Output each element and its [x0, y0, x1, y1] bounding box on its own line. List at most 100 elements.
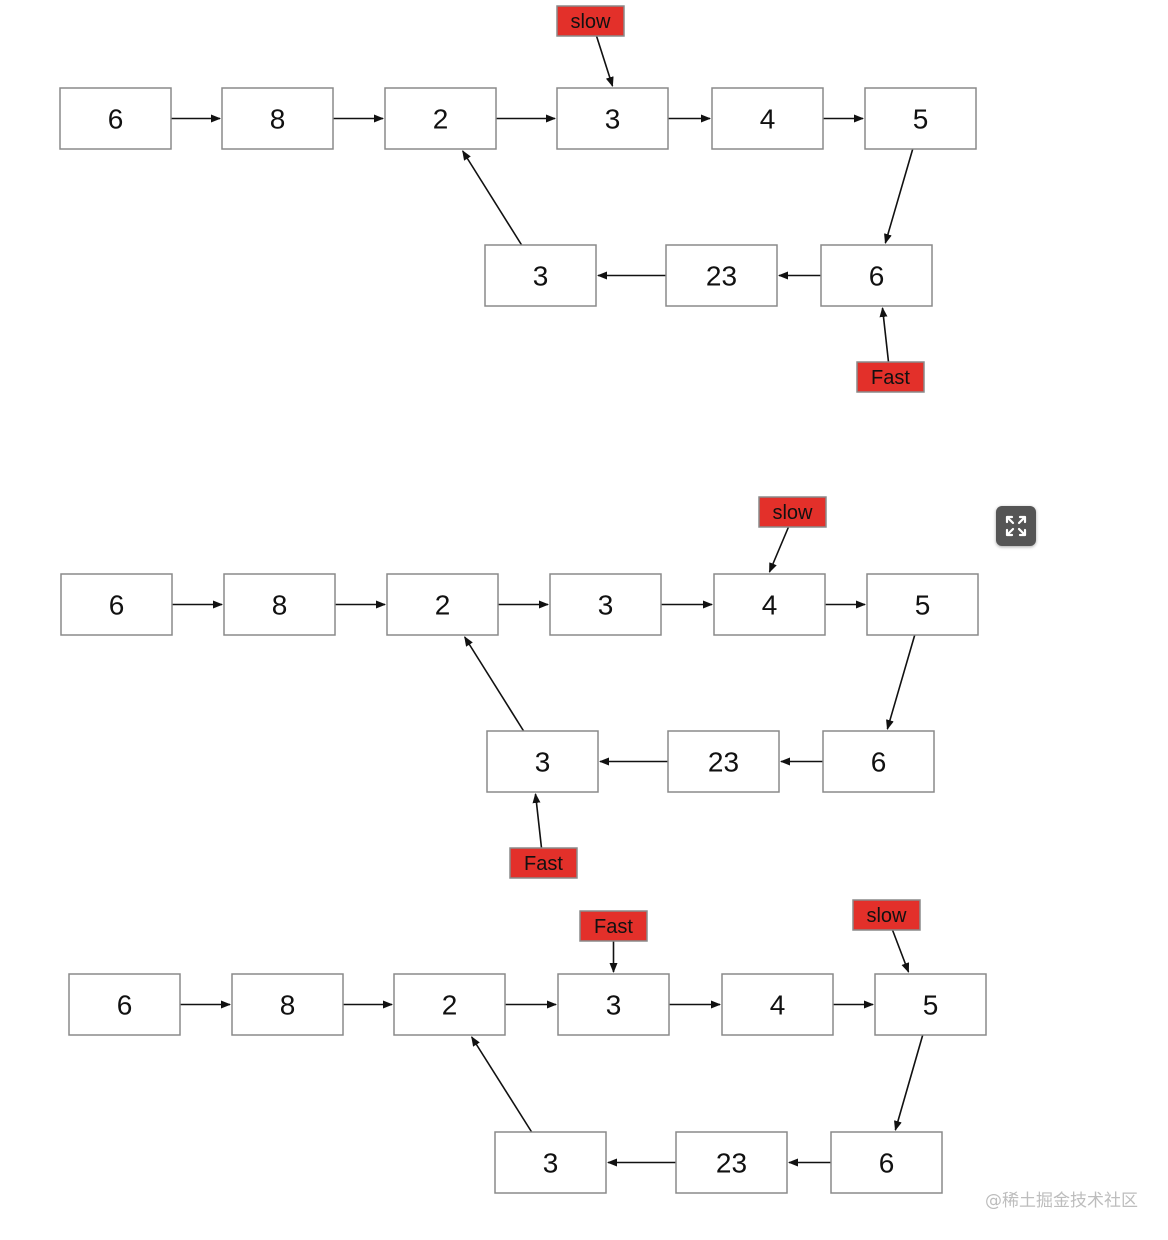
- list-node: 6: [820, 244, 933, 307]
- node-value: 2: [433, 104, 449, 135]
- list-node: 5: [864, 87, 977, 150]
- pointer-arrow: [891, 929, 910, 973]
- pointer-arrow: [532, 793, 543, 849]
- pointer-arrow: [768, 526, 790, 573]
- list-node: 3: [556, 87, 669, 150]
- node-box: [486, 730, 599, 793]
- node-value: 3: [598, 590, 614, 621]
- list-node: 3: [549, 573, 662, 636]
- node-value: 3: [543, 1148, 559, 1179]
- pointer-arrow: [879, 307, 890, 363]
- pointer-label: slow: [772, 502, 813, 524]
- node-box: [221, 87, 334, 150]
- node-value: 5: [913, 104, 929, 135]
- pointer-label-box: [509, 847, 578, 879]
- pointer-slow: slow: [758, 496, 827, 573]
- edge-arrow: [464, 636, 525, 732]
- node-box: [665, 244, 778, 307]
- list-node: 8: [221, 87, 334, 150]
- list-node: 3: [484, 244, 597, 307]
- list-node: 3: [557, 973, 670, 1036]
- node-box: [721, 973, 834, 1036]
- node-value: 8: [270, 104, 286, 135]
- list-node: 2: [386, 573, 499, 636]
- list-node: 2: [393, 973, 506, 1036]
- pointer-label-box: [852, 899, 921, 931]
- list-node: 8: [223, 573, 336, 636]
- list-node: 2: [384, 87, 497, 150]
- node-box: [393, 973, 506, 1036]
- pointer-fast: Fast: [509, 793, 578, 879]
- pointer-label-box: [579, 910, 648, 942]
- node-box: [866, 573, 979, 636]
- node-value: 3: [533, 261, 549, 292]
- pointer-label-box: [556, 5, 625, 37]
- node-value: 4: [770, 990, 786, 1021]
- node-value: 23: [706, 261, 737, 292]
- watermark-text: @稀土掘金技术社区: [985, 1191, 1138, 1211]
- edge-arrow: [884, 148, 914, 244]
- node-value: 2: [442, 990, 458, 1021]
- list-node: 5: [866, 573, 979, 636]
- edge-arrow: [471, 1036, 533, 1133]
- node-value: 5: [915, 590, 931, 621]
- node-box: [830, 1131, 943, 1194]
- node-value: 3: [605, 104, 621, 135]
- node-box: [59, 87, 172, 150]
- pointer-label: slow: [570, 11, 611, 33]
- node-value: 3: [606, 990, 622, 1021]
- list-node: 6: [68, 973, 181, 1036]
- pointer-slow: slow: [852, 899, 921, 973]
- node-box: [549, 573, 662, 636]
- edge-arrow: [462, 150, 523, 246]
- node-box: [60, 573, 173, 636]
- list-node: 23: [665, 244, 778, 307]
- node-value: 4: [760, 104, 776, 135]
- pointer-fast: Fast: [856, 307, 925, 393]
- list-node: 4: [721, 973, 834, 1036]
- node-value: 8: [272, 590, 288, 621]
- node-box: [557, 973, 670, 1036]
- list-node: 3: [494, 1131, 607, 1194]
- pointer-label-box: [856, 361, 925, 393]
- node-box: [874, 973, 987, 1036]
- node-box: [231, 973, 344, 1036]
- list-node: 6: [59, 87, 172, 150]
- edge-arrow: [894, 1034, 924, 1131]
- list-node: 23: [667, 730, 780, 793]
- node-box: [484, 244, 597, 307]
- node-box: [223, 573, 336, 636]
- list-node: 6: [60, 573, 173, 636]
- edge-arrow: [886, 634, 916, 730]
- pointer-label-box: [758, 496, 827, 528]
- node-value: 23: [708, 747, 739, 778]
- node-value: 6: [871, 747, 887, 778]
- node-box: [68, 973, 181, 1036]
- node-value: 6: [869, 261, 885, 292]
- node-box: [384, 87, 497, 150]
- list-node: 5: [874, 973, 987, 1036]
- expand-button[interactable]: [996, 506, 1036, 546]
- pointer-label: slow: [866, 905, 907, 927]
- node-value: 2: [435, 590, 451, 621]
- list-node: 3: [486, 730, 599, 793]
- node-value: 6: [879, 1148, 895, 1179]
- list-node: 6: [822, 730, 935, 793]
- node-value: 3: [535, 747, 551, 778]
- list-node: 23: [675, 1131, 788, 1194]
- node-box: [822, 730, 935, 793]
- list-node: 4: [713, 573, 826, 636]
- list-node: 6: [830, 1131, 943, 1194]
- node-value: 8: [280, 990, 296, 1021]
- node-value: 6: [109, 590, 125, 621]
- node-value: 4: [762, 590, 778, 621]
- pointer-label: Fast: [594, 916, 633, 938]
- pointer-slow: slow: [556, 5, 625, 87]
- node-box: [556, 87, 669, 150]
- node-box: [713, 573, 826, 636]
- node-box: [494, 1131, 607, 1194]
- node-value: 23: [716, 1148, 747, 1179]
